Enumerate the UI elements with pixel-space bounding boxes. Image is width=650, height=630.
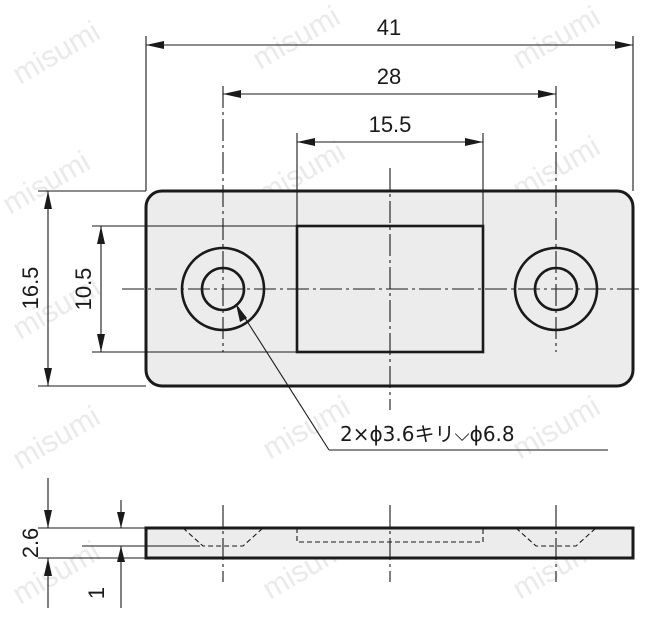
arrowhead bbox=[236, 304, 247, 322]
dim-overall-width: 16.5 bbox=[18, 191, 52, 386]
arrowhead bbox=[97, 334, 105, 352]
side-view bbox=[144, 505, 635, 582]
watermark: misumi bbox=[507, 0, 606, 76]
watermark: misumi bbox=[247, 0, 346, 76]
extension-lines bbox=[38, 36, 634, 387]
dim-recess-width: 10.5 bbox=[71, 226, 105, 352]
arrowhead bbox=[615, 41, 633, 49]
arrowhead bbox=[44, 368, 52, 386]
recess-length-label: 15.5 bbox=[369, 112, 412, 137]
dim-hole-pitch: 28 bbox=[223, 64, 556, 98]
arrowhead bbox=[223, 90, 241, 98]
dim-recess-length: 15.5 bbox=[297, 112, 483, 146]
arrowhead bbox=[465, 138, 483, 146]
arrowhead bbox=[97, 226, 105, 244]
right-countersink-hidden bbox=[515, 527, 597, 547]
arrowhead bbox=[117, 512, 125, 528]
watermark: misumi bbox=[7, 400, 106, 476]
recess-width-label: 10.5 bbox=[71, 268, 96, 311]
side-extension-lines bbox=[38, 527, 200, 559]
recess-depth-label: 1 bbox=[84, 587, 109, 599]
arrowhead bbox=[44, 191, 52, 209]
watermark: misumi bbox=[507, 390, 606, 466]
arrowhead bbox=[44, 558, 52, 576]
hole-callout-label: 2×ϕ3.6キリ⌵ϕ6.8 bbox=[340, 422, 515, 446]
arrowhead bbox=[146, 41, 164, 49]
arrowhead bbox=[44, 510, 52, 528]
arrowhead bbox=[117, 546, 125, 562]
arrowhead bbox=[297, 138, 315, 146]
overall-length-label: 41 bbox=[377, 15, 401, 40]
arrowhead bbox=[538, 90, 556, 98]
top-view bbox=[122, 86, 640, 410]
dim-overall-length: 41 bbox=[146, 15, 633, 49]
dim-recess-depth: 1 bbox=[84, 500, 125, 608]
hole-callout: 2×ϕ3.6キリ⌵ϕ6.8 bbox=[236, 304, 608, 451]
thickness-label: 2.6 bbox=[18, 528, 43, 559]
hole-pitch-label: 28 bbox=[377, 64, 401, 89]
overall-width-label: 16.5 bbox=[18, 267, 43, 310]
left-countersink-hidden bbox=[182, 527, 264, 547]
dim-thickness: 2.6 bbox=[18, 478, 52, 608]
watermark: misumi bbox=[7, 15, 106, 91]
leader-line bbox=[237, 306, 330, 451]
